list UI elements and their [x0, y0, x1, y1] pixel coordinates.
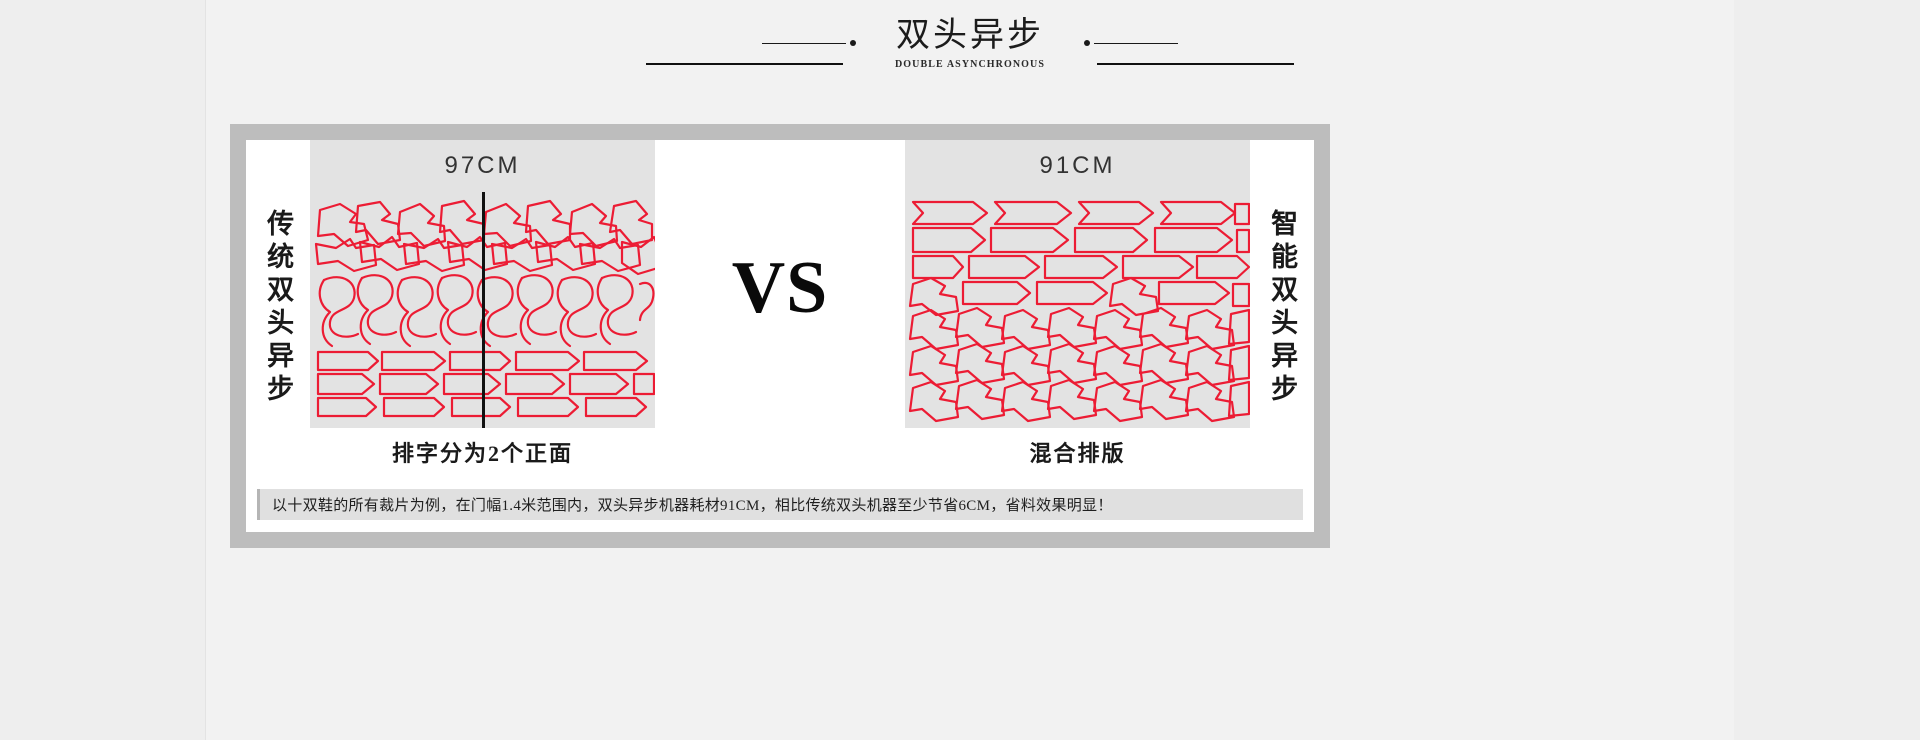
header-dot-left-icon [850, 40, 856, 46]
left-measure-label: 97CM [310, 140, 655, 192]
left-cut-width-line [481, 192, 485, 428]
header-ornament-left [636, 12, 856, 74]
right-side-label-text: 智能双头异步 [1267, 209, 1298, 407]
content-stage: 双头异步 DOUBLE ASYNCHRONOUS 传统双头异步 [206, 0, 1734, 740]
right-caption: 混合排版 [905, 428, 1250, 476]
page-subtitle: DOUBLE ASYNCHRONOUS [894, 59, 1046, 70]
footnote-bar: 以十双鞋的所有裁片为例，在门幅1.4米范围内，双头异步机器耗材91CM，相比传统… [257, 489, 1303, 520]
header-thick-rule-right-icon [1097, 63, 1294, 65]
page-rail-right [1733, 0, 1920, 740]
left-panel: 97CM [310, 140, 655, 476]
header-thin-rule-left-icon [762, 43, 846, 44]
right-panel: 91CM [905, 140, 1250, 476]
header-title-group: 双头异步 DOUBLE ASYNCHRONOUS [856, 16, 1084, 70]
comparison-card-frame: 传统双头异步 97CM [230, 124, 1330, 548]
left-side-label-text: 传统双头异步 [263, 209, 294, 407]
comparison-card: 传统双头异步 97CM [246, 140, 1314, 532]
right-pattern-svg [908, 200, 1250, 423]
right-nesting-diagram [905, 192, 1250, 428]
page-title: 双头异步 [896, 17, 1044, 54]
left-nesting-diagram [310, 192, 655, 428]
footnote-text: 以十双鞋的所有裁片为例，在门幅1.4米范围内，双头异步机器耗材91CM，相比传统… [272, 498, 1113, 514]
header-ornament-right [1084, 12, 1304, 74]
comparison-row: 传统双头异步 97CM [246, 140, 1314, 476]
right-measure-label: 91CM [905, 140, 1250, 192]
page-rail-left [0, 0, 206, 740]
page-header: 双头异步 DOUBLE ASYNCHRONOUS [206, 12, 1734, 92]
left-pattern-svg [314, 199, 655, 418]
vs-label: VS [731, 247, 829, 329]
header-dot-right-icon [1084, 40, 1090, 46]
right-side-label: 智能双头异步 [1250, 140, 1314, 476]
vs-separator: VS [655, 140, 905, 476]
header-thin-rule-right-icon [1094, 43, 1178, 44]
left-caption: 排字分为2个正面 [310, 428, 655, 476]
header-thick-rule-left-icon [646, 63, 843, 65]
header-center-group: 双头异步 DOUBLE ASYNCHRONOUS [636, 12, 1304, 74]
left-side-label: 传统双头异步 [246, 140, 310, 476]
